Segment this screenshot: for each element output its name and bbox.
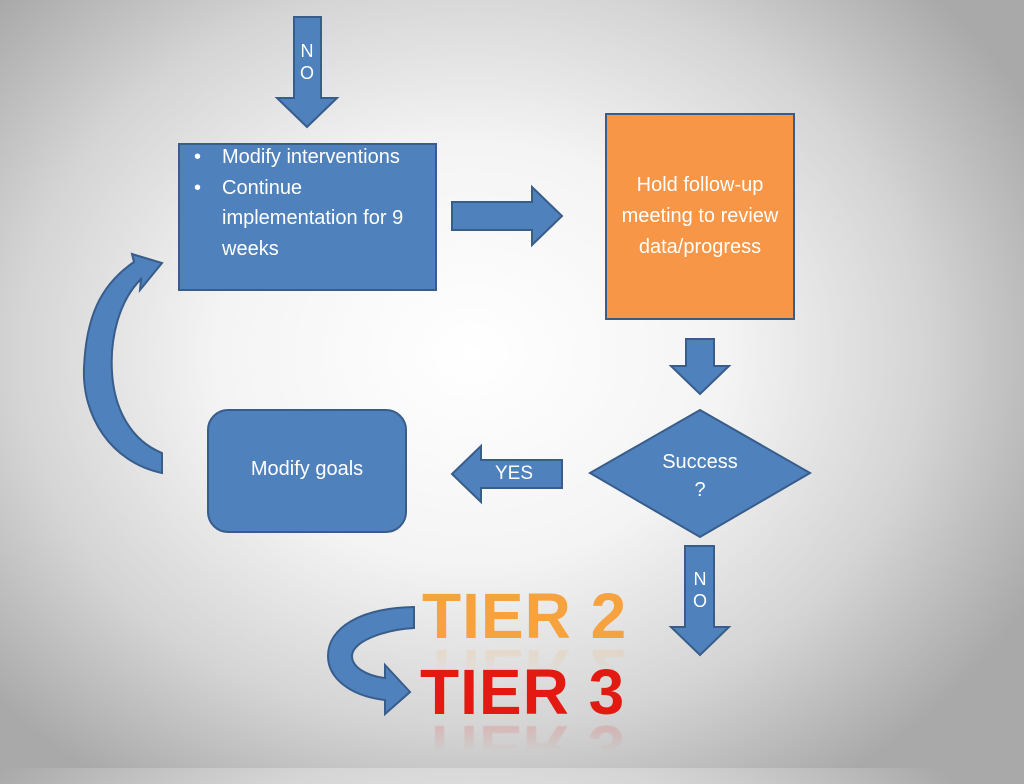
top-no-arrow [274,16,340,129]
loop-back-curved-arrow [82,252,164,475]
down-arrow-to-decision [668,338,732,396]
bottom-no-arrow [668,545,732,657]
bottom-no-letter-o: O [692,591,707,611]
decision-line-success: Success [662,451,738,473]
bullet-continue-implementation: Continue implementation for 9 weeks [190,173,434,265]
modify-interventions-list: Modify interventions Continue implementa… [190,142,434,264]
modify-goals-text: Modify goals [250,458,364,480]
tier2-heading: TIER 2 [422,580,628,652]
tier3-heading: TIER 3 [420,656,626,728]
top-no-letter-o: O [299,63,314,83]
bottom-no-label: N O [685,568,715,612]
follow-up-meeting-box [605,113,795,320]
decision-text: Success ? [640,446,760,506]
follow-up-meeting-text: Hold follow-up meeting to review data/pr… [621,173,779,258]
top-no-letter-n: N [300,41,314,61]
tier-transition-curved-arrow [326,605,415,717]
yes-left-arrow [450,443,563,505]
yes-label: YES [494,463,534,484]
success-decision-diamond [587,408,813,539]
top-no-label: N O [292,40,322,84]
bullet-modify-interventions: Modify interventions [190,142,434,173]
modify-goals-box [207,409,407,533]
bottom-no-letter-n: N [693,569,707,589]
decision-line-question: ? [694,479,706,501]
right-arrow [451,184,564,248]
